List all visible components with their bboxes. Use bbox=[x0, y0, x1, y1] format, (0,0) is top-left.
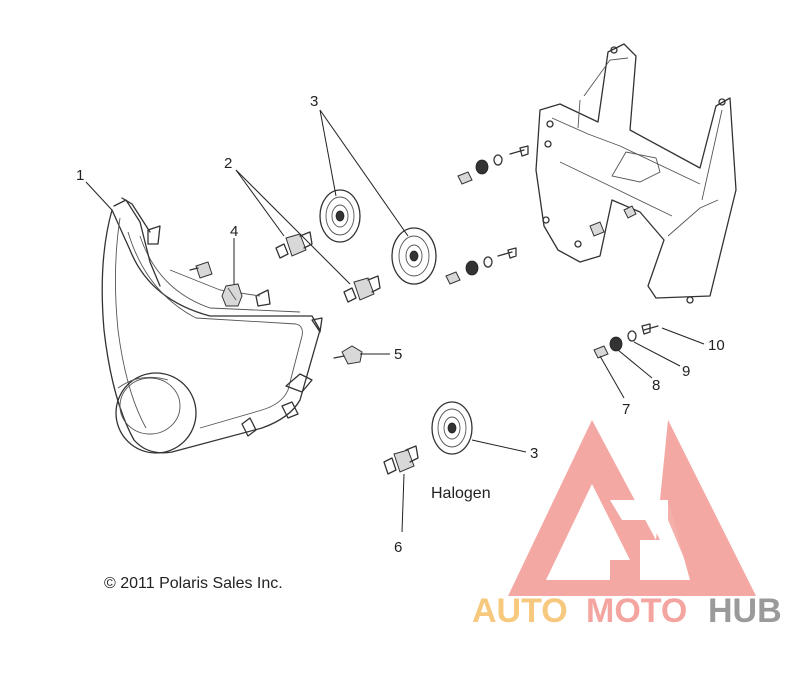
watermark-hub: HUB bbox=[708, 592, 782, 630]
callout-9: 9 bbox=[682, 363, 690, 380]
callout-7: 7 bbox=[622, 401, 630, 418]
halogen-label: Halogen bbox=[431, 485, 491, 502]
watermark-logo bbox=[508, 420, 756, 596]
hardware-middle bbox=[445, 247, 517, 285]
callout-6: 6 bbox=[394, 539, 402, 556]
copyright-text: © 2011 Polaris Sales Inc. bbox=[104, 575, 283, 592]
headlight-bracket bbox=[535, 43, 737, 304]
callout-3-upper: 3 bbox=[310, 93, 318, 110]
watermark-text: AUTO MOTO HUB bbox=[472, 592, 782, 630]
watermark-auto: AUTO bbox=[472, 592, 568, 630]
hardware-lower bbox=[593, 323, 659, 359]
hardware-upper bbox=[457, 145, 529, 185]
dust-cap-middle bbox=[391, 227, 437, 285]
callout-3-halogen: 3 bbox=[530, 445, 538, 462]
plug bbox=[189, 261, 213, 279]
bulb-socket-4 bbox=[221, 283, 243, 307]
bulb-5 bbox=[333, 345, 363, 365]
callout-5: 5 bbox=[394, 346, 402, 363]
halogen-bulb-6 bbox=[383, 445, 419, 475]
watermark-moto: MOTO bbox=[586, 592, 687, 630]
callout-10: 10 bbox=[708, 337, 725, 354]
h4-bulb-lower bbox=[343, 275, 381, 303]
dust-cap-halogen bbox=[431, 401, 473, 455]
dust-cap-upper bbox=[319, 189, 361, 243]
headlight-housing bbox=[101, 197, 323, 454]
callout-2: 2 bbox=[224, 155, 232, 172]
callout-4: 4 bbox=[230, 223, 238, 240]
callout-1: 1 bbox=[76, 167, 84, 184]
callouts: 1 2 3 3 4 5 6 7 8 9 10 bbox=[76, 93, 725, 556]
h4-bulb-upper bbox=[275, 231, 313, 259]
callout-8: 8 bbox=[652, 377, 660, 394]
leader-lines bbox=[85, 109, 705, 533]
